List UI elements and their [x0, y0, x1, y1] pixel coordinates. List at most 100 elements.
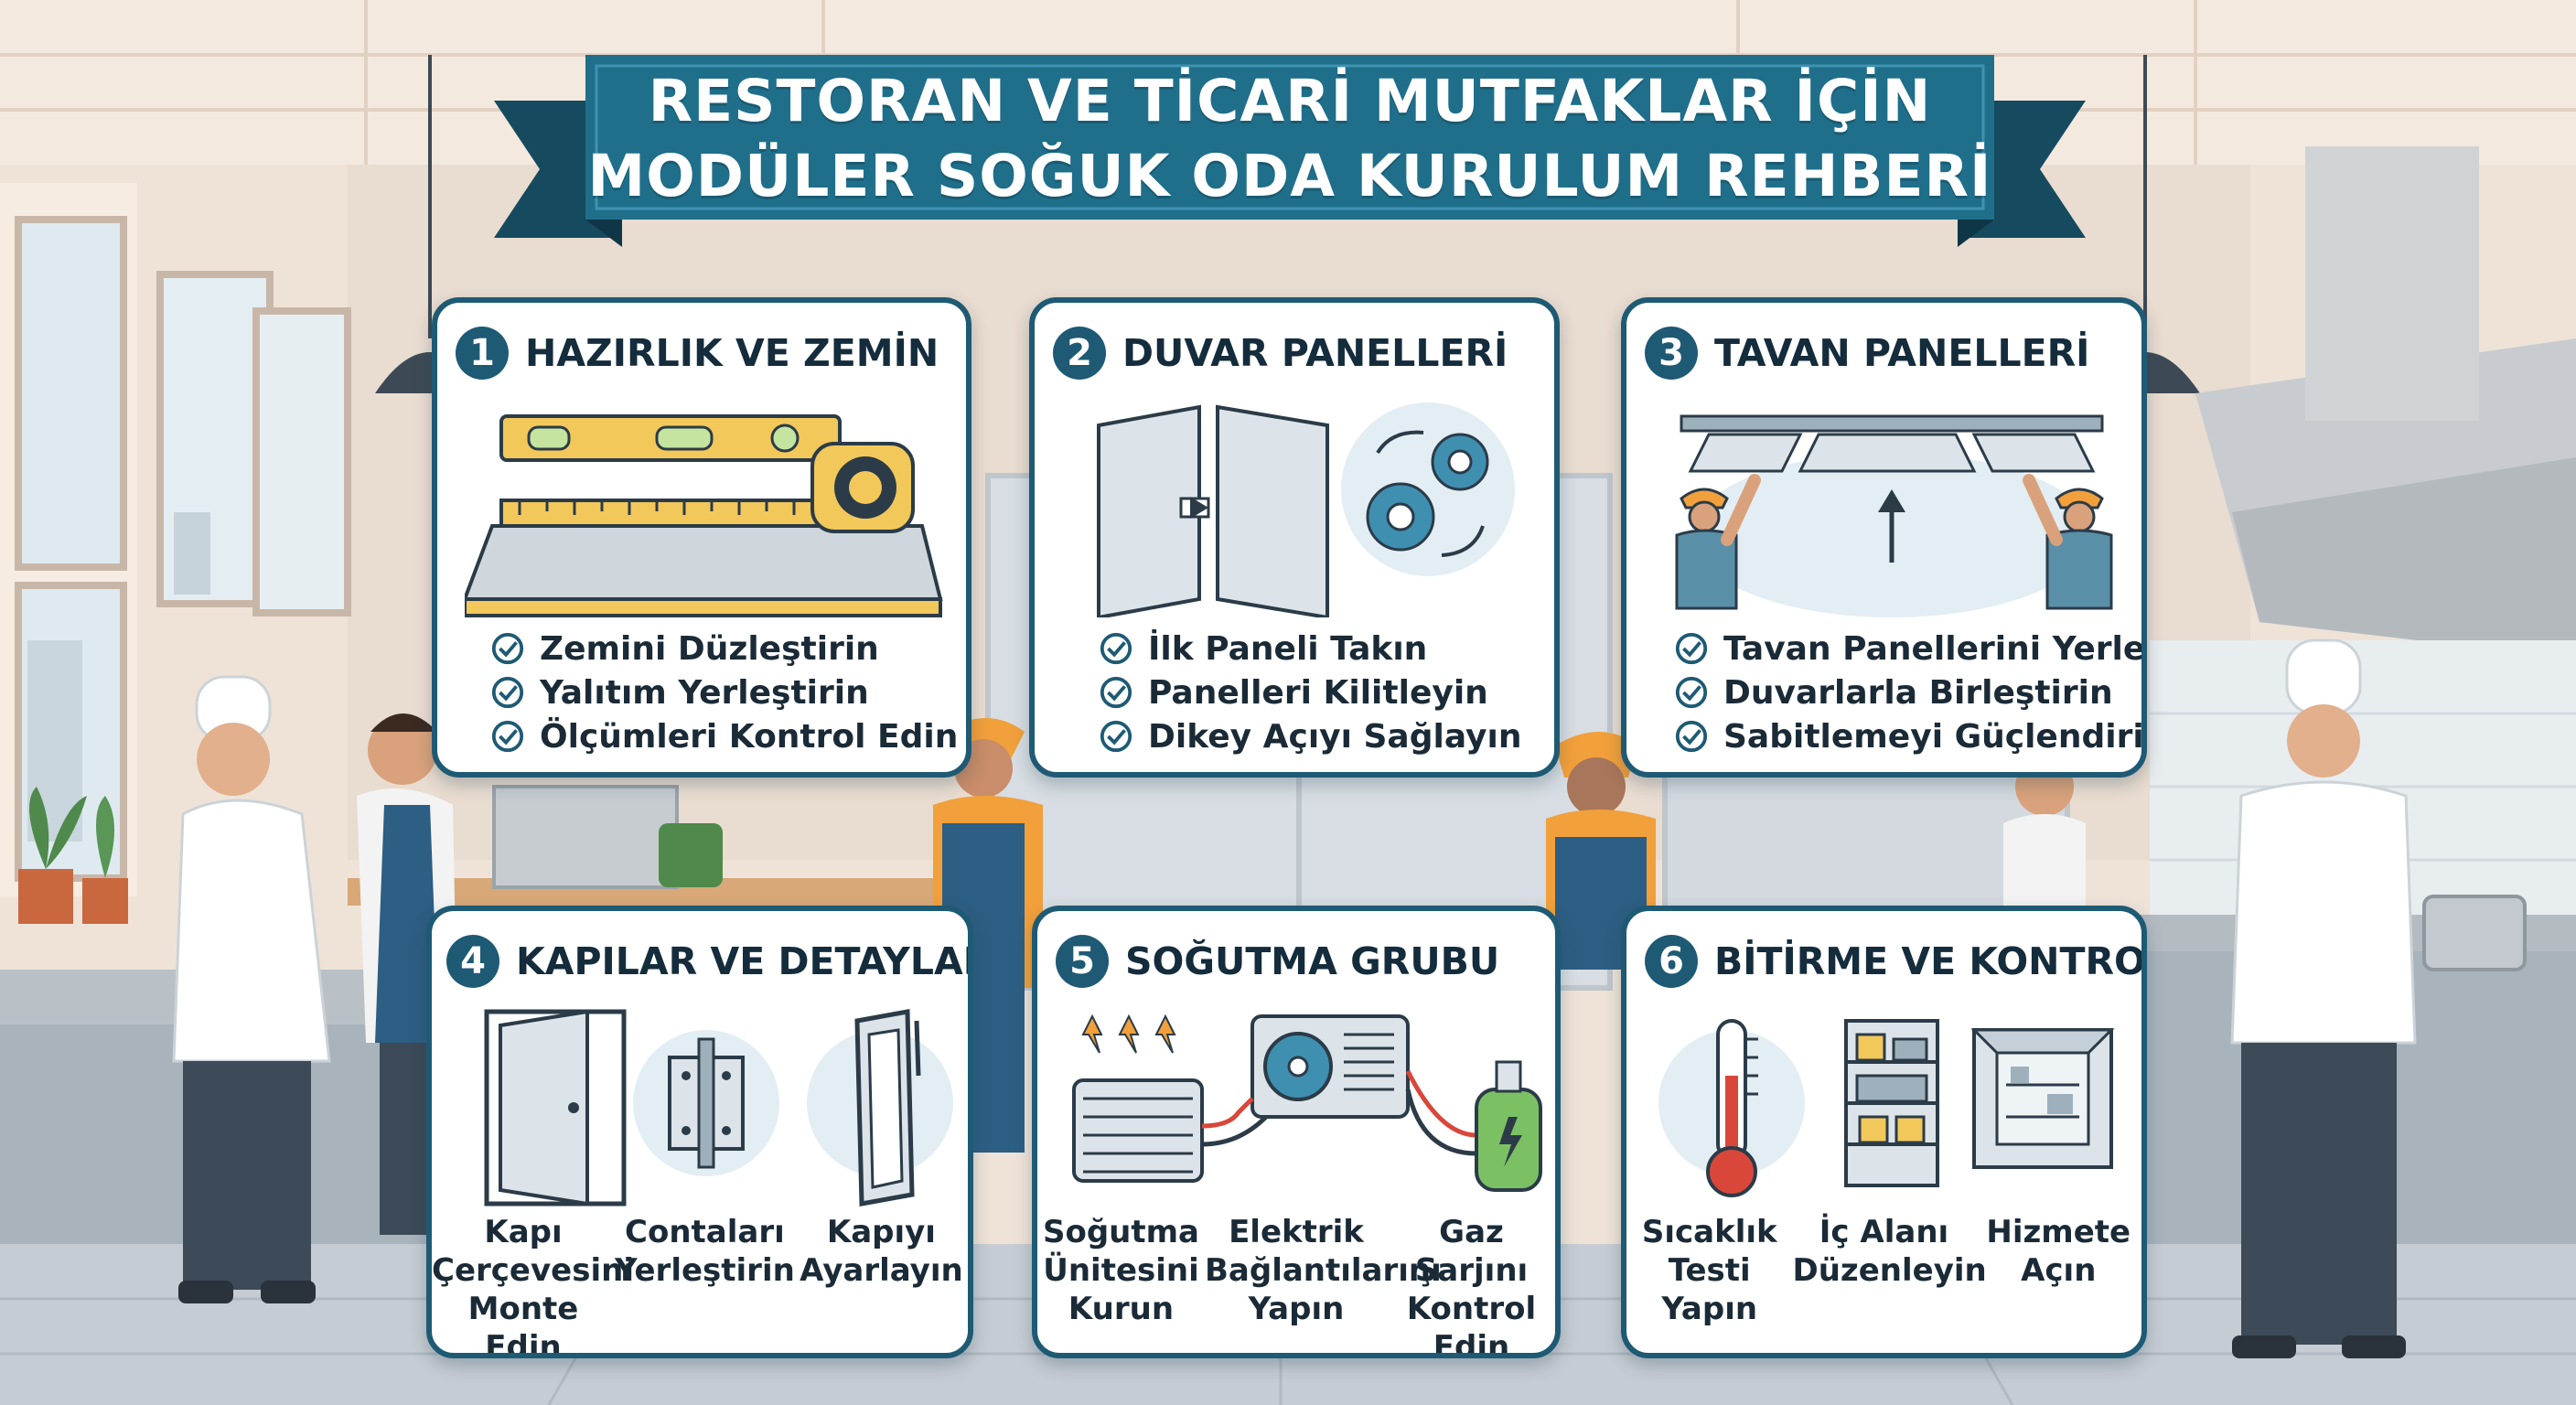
step-label-line: Kontrol — [1406, 1291, 1537, 1327]
card-title: BİTİRME VE KONTROL — [1714, 939, 2147, 983]
page-title-line-1: RESTORAN VE TİCARİ MUTFAKLAR İÇİN — [648, 68, 1932, 134]
step-number-badge: 2 — [1053, 327, 1106, 380]
step-number-badge: 5 — [1056, 935, 1109, 988]
card-title: TAVAN PANELLERİ — [1714, 331, 2090, 375]
check-list: İlk Paneli Takın Panelleri Kilitleyin Di… — [1099, 627, 1521, 758]
check-circle-icon — [1100, 632, 1132, 665]
check-circle-icon — [1100, 676, 1132, 709]
card-title: DUVAR PANELLERİ — [1122, 331, 1508, 375]
step-label-line: Yapın — [1661, 1291, 1758, 1327]
step-label-line: Sıcaklık — [1641, 1214, 1777, 1250]
step-card-1: 1 HAZIRLIK VE ZEMİN Zemini Düzleştirin Y… — [432, 297, 971, 778]
step-card-5: 5 SOĞUTMA GRUBU — [1032, 906, 1561, 1358]
check-item: Zemini Düzleştirin — [490, 627, 958, 670]
step-label-line: Soğutma — [1042, 1214, 1199, 1250]
step-card-2: 2 DUVAR PANELLERİ İlk Paneli Takın Panel… — [1029, 297, 1560, 778]
step-number-badge: 1 — [456, 327, 509, 380]
ceiling-installation-icon — [1675, 414, 2113, 617]
shelving-icon — [1844, 1019, 1939, 1187]
check-circle-icon — [491, 676, 524, 709]
door-seal-icon — [807, 1009, 953, 1207]
step-label-line: Gaz Şarjını — [1414, 1214, 1529, 1289]
step-label-line: Kapı — [484, 1214, 563, 1250]
cooling-unit-icon — [1250, 1014, 1410, 1119]
card-title: SOĞUTMA GRUBU — [1125, 939, 1500, 983]
check-item-label: Dikey Açıyı Sağlayın — [1148, 717, 1522, 756]
card-title: HAZIRLIK VE ZEMİN — [525, 331, 939, 375]
step-label-line: Contaları — [625, 1214, 785, 1250]
check-list: Tavan Panellerini Yerleştirin Duvarlarla… — [1674, 627, 2147, 758]
step-label-line: Hizmete — [1986, 1214, 2131, 1250]
step-label-line: Kapıyı — [826, 1214, 936, 1250]
check-item-label: Yalıtım Yerleştirin — [540, 673, 869, 712]
finish-and-check-icons — [1658, 1019, 2115, 1197]
check-circle-icon — [491, 632, 524, 665]
check-item: İlk Paneli Takın — [1099, 627, 1521, 670]
step-card-3: 3 TAVAN PANELLERİ Tavan Panellerini Yerl… — [1621, 297, 2147, 778]
card-header: 4 KAPILAR VE DETAYLAR — [446, 935, 973, 988]
check-circle-icon — [1675, 720, 1708, 753]
wall-panels-gears-icon — [1097, 402, 1515, 617]
card-header: 5 SOĞUTMA GRUBU — [1056, 935, 1499, 988]
step-label-line: Yerleştirin — [615, 1252, 795, 1289]
check-circle-icon — [491, 720, 524, 753]
step-label-line: Monte Edin — [467, 1291, 579, 1358]
check-item-label: Panelleri Kilitleyin — [1148, 673, 1488, 712]
check-item: Dikey Açıyı Sağlayın — [1099, 714, 1521, 758]
step-label-line: Edin — [1433, 1329, 1510, 1358]
check-item-label: İlk Paneli Takın — [1148, 629, 1428, 668]
page-title-line-2: MODÜLER SOĞUK ODA KURULUM REHBERİ — [587, 143, 1992, 209]
level-and-tape-icon — [465, 414, 943, 617]
check-circle-icon — [1675, 632, 1708, 665]
cold-room-icon — [1970, 1028, 2115, 1169]
doors-details-icons — [484, 1009, 953, 1207]
check-item: Yalıtım Yerleştirin — [490, 670, 958, 714]
step-label-line: Düzenleyin — [1792, 1252, 1987, 1289]
hinge-icon — [633, 1030, 779, 1176]
card-header: 6 BİTİRME VE KONTROL — [1645, 935, 2147, 988]
cooling-group-icons — [1072, 1014, 1542, 1192]
check-item-label: Zemini Düzleştirin — [540, 629, 879, 668]
title-banner-ribbon — [494, 55, 2086, 247]
gas-cylinder-icon — [1475, 1060, 1542, 1192]
check-item-label: Sabitlemeyi Güçlendirin — [1723, 717, 2147, 756]
check-item: Tavan Panellerini Yerleştirin — [1674, 627, 2146, 670]
card-title: KAPILAR VE DETAYLAR — [516, 939, 973, 983]
card-header: 2 DUVAR PANELLERİ — [1053, 327, 1508, 380]
step-label-line: Bağlantılarını — [1205, 1252, 1442, 1289]
check-item: Panelleri Kilitleyin — [1099, 670, 1521, 714]
step-label-line: Açın — [2021, 1252, 2097, 1289]
check-item-label: Ölçümleri Kontrol Edin — [540, 717, 959, 756]
step-label-line: Ayarlayın — [800, 1252, 963, 1289]
check-item: Ölçümleri Kontrol Edin — [490, 714, 958, 758]
card-header: 3 TAVAN PANELLERİ — [1645, 327, 2089, 380]
check-item: Duvarlarla Birleştirin — [1674, 670, 2141, 714]
step-label-line: İç Alanı — [1819, 1214, 1949, 1250]
step-label-line: Yapın — [1248, 1291, 1345, 1327]
step-label-line: Elektrik — [1229, 1214, 1364, 1250]
card-header: 1 HAZIRLIK VE ZEMİN — [456, 327, 939, 380]
check-item: Sabitlemeyi Güçlendirin — [1674, 714, 2147, 758]
check-item-label: Duvarlarla Birleştirin — [1723, 673, 2113, 712]
check-item-label: Tavan Panellerini Yerleştirin — [1723, 629, 2146, 668]
check-circle-icon — [1100, 720, 1132, 753]
step-label-line: Ünitesini — [1043, 1252, 1199, 1289]
door-frame-icon — [484, 1009, 627, 1207]
step-label-line: Kurun — [1068, 1291, 1175, 1327]
thermometer-icon — [1658, 1019, 1805, 1197]
condenser-coil-icon — [1072, 1014, 1204, 1183]
